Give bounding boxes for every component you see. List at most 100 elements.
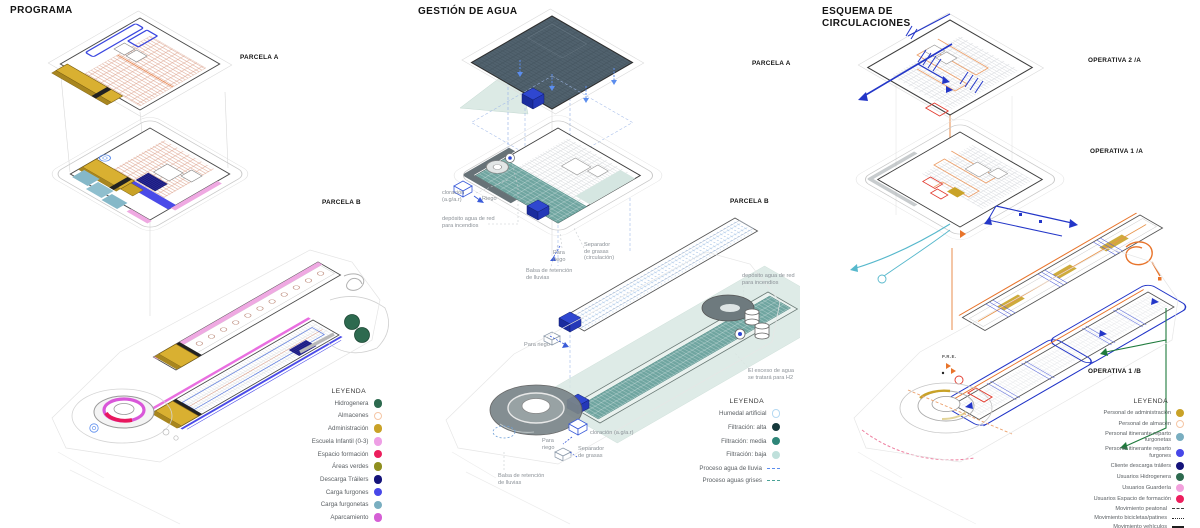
legend-item-label: Proceso aguas grises: [702, 476, 762, 484]
label-parcela-b: PARCELA B: [322, 199, 361, 206]
annotation-para-riego-bottom: Para riego: [542, 438, 555, 451]
annotation-balsa-mid: Balsa de retención de lluvias: [526, 268, 573, 281]
legend-item-label: Personal itinerante reparto furgones: [1105, 446, 1171, 459]
legend-title: LEYENDA: [331, 388, 366, 395]
label-parcela-a-agua: PARCELA A: [752, 60, 791, 67]
legend-item-label: Filtración: media: [721, 437, 767, 445]
legend-item: Movimiento peatonal: [1036, 506, 1184, 512]
legend-swatch-dot: [373, 462, 382, 471]
legend-swatch-dot: [373, 513, 382, 522]
legend-item: Carga furgonetas: [296, 500, 382, 509]
annotation-deposito-bottom: depósito agua de red para incendios: [742, 273, 795, 286]
green-arrowheads: [1100, 348, 1128, 450]
cloracion-icon-bottom: [568, 418, 588, 436]
legend-swatch-dot: [1176, 483, 1184, 492]
legend-item-label: Áreas verdes: [332, 463, 369, 471]
page-title-programa: PROGRAMA: [10, 5, 73, 16]
legend-item: Proceso aguas grises: [650, 477, 780, 484]
parcela-a-ground: [51, 117, 249, 231]
site-outline-water: [445, 251, 781, 465]
legend-item: Hidrogenera: [296, 399, 382, 408]
legend-item: Personal de administración: [1036, 409, 1184, 417]
legend-swatch-dot: [1176, 433, 1184, 442]
legend-swatch-dash: [767, 467, 780, 469]
legend-swatch-dot: [373, 437, 382, 446]
legend-title: LEYENDA: [729, 398, 764, 405]
legend-item-label: Carga furgonetas: [320, 501, 369, 509]
road: [463, 147, 517, 204]
guarderia-route: [861, 429, 975, 461]
annotation-cloracion-top: cloración (a.g/a.r): [442, 190, 465, 203]
rain-arrows: [517, 60, 617, 103]
ghost-bottom: [451, 451, 571, 525]
circulaciones-diagram: [850, 12, 1187, 525]
agua-diagram: [445, 8, 800, 525]
red-marker-1: [921, 176, 944, 189]
panel-circulaciones: ESQUEMA DE CIRCULACIONES OPERATIVA 2 /A …: [800, 0, 1200, 528]
legend-item-label: Cliente descarga tráilers: [1110, 462, 1171, 469]
bar-upper-circ: [958, 212, 1164, 331]
legend-item: Escuela Infantil (0-3): [296, 437, 382, 446]
label-operativa-1b: OPERATIVA 1 /B: [1088, 368, 1142, 375]
legend-swatch-dot: [373, 424, 382, 433]
legend-swatch-dot: [373, 449, 382, 459]
green-route: [1105, 308, 1167, 447]
admin-route-arc: [919, 389, 951, 399]
legend-swatch-dot: [1176, 472, 1184, 481]
legend-item: Almacenes: [296, 411, 382, 421]
areas-verdes: [299, 296, 389, 354]
annotation-cloracion-bottom: cloración (a.g/a.r): [590, 430, 634, 436]
orange-endpoint: [1158, 277, 1162, 281]
legend-item-label: Personal de almacén: [1118, 420, 1171, 427]
blue-mini-arrows: [549, 245, 578, 458]
filtracion-baja-strip: [575, 170, 636, 205]
legend-item: Personal de almacén: [1036, 420, 1184, 428]
site-outline: [51, 249, 381, 463]
red-marker-2: [929, 188, 949, 200]
legend-item-label: Escuela Infantil (0-3): [311, 437, 369, 445]
annotation-riego-top: Riego: [482, 196, 497, 202]
balsa-outline: [492, 425, 516, 439]
hidrogenera-dot: [344, 314, 360, 330]
parcela-b-ground-water: [537, 265, 800, 444]
plaza-circ: [861, 382, 1013, 461]
legend-item-label: Humedal artificial: [719, 409, 767, 417]
separador-icon-bottom: [554, 447, 572, 462]
parcela-a-roof: [47, 10, 233, 118]
legend-item: Carga furgones: [296, 487, 382, 497]
legend-item: Cliente descarga tráilers: [1036, 461, 1184, 470]
para-riego-cube-bar: [543, 331, 561, 346]
legend-item-label: Filtración: alta: [727, 423, 767, 431]
legend-item-label: Filtración: baja: [726, 451, 767, 459]
carga-furgones-line: [180, 335, 343, 430]
legend-item-label: Usuarios Hidrogenera: [1116, 473, 1171, 480]
legend-item-label: Movimiento bicicletas/patines: [1094, 515, 1167, 522]
ghost-level-outline: [470, 75, 634, 170]
humedal-artificial: [701, 294, 770, 340]
aparcamiento-strip: [170, 181, 222, 211]
legend-item-label: Movimiento peatonal: [1115, 505, 1167, 512]
site-outline-circ: [853, 247, 1179, 463]
panel-agua: GESTIÓN DE AGUA PARCELA A PARCELA B clor…: [400, 0, 800, 528]
blue-loop-arrowheads: [965, 298, 1159, 409]
legend-item: Filtración: baja: [650, 450, 780, 460]
legend-item: Aparcamiento: [296, 513, 382, 522]
legend-item-label: Descarga Tráilers: [320, 475, 369, 483]
legend-item: Humedal artificial: [650, 409, 780, 418]
red-marker-bar: [967, 387, 993, 403]
legend-item-label: Proceso agua de lluvia: [699, 464, 762, 472]
legend-item-label: Usuarios Guardería: [1122, 484, 1171, 491]
page-title-agua: GESTIÓN DE AGUA: [418, 6, 518, 17]
legend-item: Administración: [296, 424, 382, 433]
legend-item: Descarga Tráilers: [296, 475, 382, 484]
espacio-formacion-arc: [104, 411, 133, 423]
legend-item: Personal itinerante reparto furgones: [1036, 446, 1184, 459]
legend-swatch-dot: [1176, 448, 1184, 457]
legend-item: Usuarios Espacio de formación: [1036, 494, 1184, 503]
legend-swatch-dot: [771, 450, 780, 460]
descarga-trailers-zone: [135, 172, 168, 192]
legend-swatch-dot-outline: [373, 411, 382, 421]
riego-arrow-top: [473, 195, 484, 203]
